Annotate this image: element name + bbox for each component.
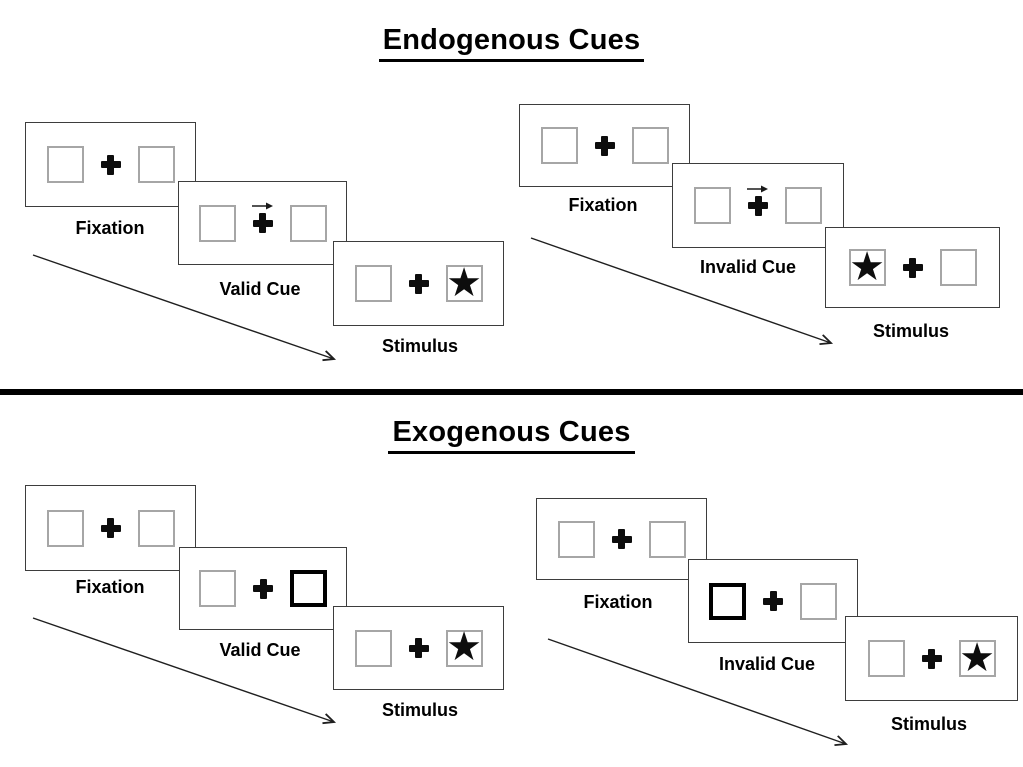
placeholder-box-right: ★ (445, 259, 483, 306)
sequence-arrow-icon (547, 638, 858, 755)
star-stimulus-icon: ★ (849, 243, 885, 290)
placeholder-box-right (939, 249, 977, 286)
placeholder-box-left (46, 146, 84, 183)
fixation-cross-icon (763, 591, 783, 611)
fixation-cross-icon (253, 578, 273, 599)
fixation-cross-icon (611, 529, 632, 549)
section-divider (0, 389, 1023, 395)
panel-endogenous-invalid-fixation (519, 104, 690, 187)
cue-arrow-right-icon (747, 185, 768, 192)
placeholder-box-right: ★ (958, 634, 996, 681)
fixation-cross-icon (251, 202, 273, 233)
panel-exogenous-invalid-stimulus: ★ (845, 616, 1018, 701)
placeholder-box-right-highlighted (290, 570, 327, 607)
fixation-cross-icon (747, 185, 768, 216)
fixation-cross-icon (408, 273, 429, 294)
fixation-cross-icon (594, 135, 615, 156)
placeholder-box-left (557, 520, 595, 558)
panel-endogenous-valid-stimulus: ★ (333, 241, 504, 326)
placeholder-box-right (289, 204, 327, 242)
step-label-stimulus: Stimulus (872, 321, 950, 341)
panel-exogenous-valid-fixation (25, 485, 196, 571)
cue-arrow-right-icon (251, 202, 273, 210)
fixation-cross-icon (921, 648, 942, 669)
step-label-valid-cue: Valid Cue (219, 640, 301, 660)
step-label-fixation: Fixation (75, 577, 145, 597)
sequence-arrow-icon (32, 617, 345, 732)
placeholder-box-left (46, 509, 84, 547)
section-title-exogenous-text: Exogenous Cues (388, 416, 635, 454)
placeholder-box-right: ★ (445, 624, 483, 670)
fixation-cross-icon (902, 257, 923, 278)
step-label-valid-cue: Valid Cue (219, 279, 301, 299)
placeholder-box-left (867, 640, 905, 677)
panel-exogenous-valid-stimulus: ★ (333, 606, 504, 690)
star-stimulus-icon: ★ (446, 259, 482, 306)
placeholder-box-right (648, 520, 686, 558)
panel-endogenous-valid-cue (178, 181, 347, 265)
fixation-cross-icon (100, 154, 121, 175)
panel-exogenous-invalid-fixation (536, 498, 707, 580)
placeholder-box-left (199, 570, 236, 607)
panel-exogenous-valid-cue (179, 547, 347, 630)
step-label-fixation: Fixation (75, 218, 145, 238)
sequence-arrow-icon (530, 237, 843, 354)
panel-endogenous-invalid-cue (672, 163, 844, 248)
step-label-invalid-cue: Invalid Cue (699, 257, 797, 277)
fixation-cross-icon (408, 638, 429, 658)
step-label-stimulus: Stimulus (381, 700, 459, 720)
placeholder-box-left (198, 204, 236, 242)
section-title-endogenous: Endogenous Cues (0, 24, 1023, 62)
panel-exogenous-invalid-cue (688, 559, 858, 643)
placeholder-box-left: ★ (848, 243, 886, 290)
placeholder-box-left (354, 265, 392, 302)
step-label-stimulus: Stimulus (381, 336, 459, 356)
placeholder-box-right (631, 127, 669, 164)
step-label-invalid-cue: Invalid Cue (718, 654, 816, 674)
placeholder-box-right (137, 146, 175, 183)
placeholder-box-right (785, 187, 822, 224)
placeholder-box-right (137, 509, 175, 547)
section-title-exogenous: Exogenous Cues (0, 416, 1023, 454)
step-label-fixation: Fixation (583, 592, 653, 612)
panel-endogenous-valid-fixation (25, 122, 196, 207)
placeholder-box-right (800, 582, 837, 620)
step-label-fixation: Fixation (568, 195, 638, 215)
star-stimulus-icon: ★ (959, 634, 995, 681)
section-title-endogenous-text: Endogenous Cues (378, 24, 645, 62)
step-label-stimulus: Stimulus (890, 714, 968, 734)
panel-endogenous-invalid-stimulus: ★ (825, 227, 1000, 308)
sequence-arrow-icon (32, 254, 345, 370)
fixation-cross-icon (100, 518, 121, 538)
placeholder-box-left (354, 629, 392, 667)
placeholder-box-left (694, 187, 731, 224)
placeholder-box-left-highlighted (709, 582, 746, 620)
placeholder-box-left (540, 127, 578, 164)
star-stimulus-icon: ★ (446, 624, 482, 670)
